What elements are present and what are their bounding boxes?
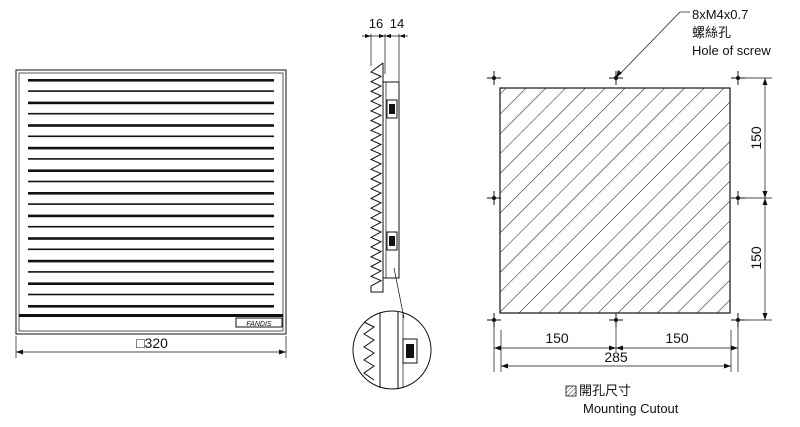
louver-slot <box>28 225 274 228</box>
dim-right-top: 150 <box>748 126 764 150</box>
louver-slot <box>28 259 274 263</box>
dim-total: 285 <box>604 349 628 365</box>
side-detail-magnified <box>352 310 432 390</box>
cutout-legend: 開孔尺寸 Mounting Cutout <box>565 383 679 416</box>
cutout-bottom-dimension: 150 150 285 <box>493 324 739 372</box>
louver-slot <box>28 146 274 150</box>
side-view: 16 14 <box>352 16 432 390</box>
side-clip-bottom <box>386 231 398 251</box>
side-fin-profile <box>369 62 384 293</box>
brand-label: FANDIS <box>246 321 271 328</box>
screw-cn: 螺絲孔 <box>692 25 731 40</box>
front-view: FANDIS □320 <box>15 69 287 358</box>
louver-slot <box>28 282 274 285</box>
front-width-dimension: □320 <box>15 335 287 358</box>
frame-bottom-band <box>19 314 283 317</box>
dim-bottom-left: 150 <box>545 330 569 346</box>
filter-frame <box>15 69 287 335</box>
screw-hole-marker <box>487 191 501 205</box>
louver-slot <box>28 90 274 92</box>
louver-slot <box>28 271 274 273</box>
screw-spec: 8xM4x0.7 <box>692 7 748 22</box>
side-depth-dimension: 16 14 <box>362 16 408 82</box>
screw-hole-marker <box>487 313 501 327</box>
legend-hatch-swatch <box>565 385 577 397</box>
legend-cn: 開孔尺寸 <box>579 383 631 398</box>
louver-slot <box>28 305 274 308</box>
legend-en: Mounting Cutout <box>583 401 679 416</box>
louver-slot <box>28 180 274 183</box>
louver-slot <box>28 237 274 240</box>
side-body <box>382 81 400 279</box>
screw-hole-marker <box>487 71 501 85</box>
louver-slot <box>28 124 274 127</box>
louver-slot <box>28 293 274 296</box>
louver-slot <box>28 169 274 172</box>
screw-en: Hole of screw <box>692 43 771 58</box>
louver-slot <box>28 214 274 218</box>
dim-right-bottom: 150 <box>748 246 764 270</box>
depth-left-label: 16 <box>369 16 383 31</box>
louver-slot <box>28 135 274 138</box>
louver-slots <box>19 79 283 317</box>
cutout-view: 8xM4x0.7 螺絲孔 Hole of screw 150 150 <box>487 7 772 416</box>
louver-slot <box>28 112 274 115</box>
side-clip-top <box>386 99 398 119</box>
louver-slot <box>28 248 274 251</box>
louver-slot <box>28 79 274 82</box>
brand-plate <box>235 317 283 328</box>
filter-inner-frame <box>18 72 284 332</box>
dim-bottom-right: 150 <box>665 330 689 346</box>
screw-holes <box>487 71 745 327</box>
louver-slot <box>28 101 274 105</box>
cutout-right-dimension: 150 150 <box>740 77 772 321</box>
front-width-label: □320 <box>136 335 168 351</box>
louver-slot <box>28 203 274 205</box>
depth-right-label: 14 <box>390 16 404 31</box>
cutout-area <box>499 87 731 314</box>
louver-slot <box>28 192 274 195</box>
louver-slot <box>28 158 274 160</box>
